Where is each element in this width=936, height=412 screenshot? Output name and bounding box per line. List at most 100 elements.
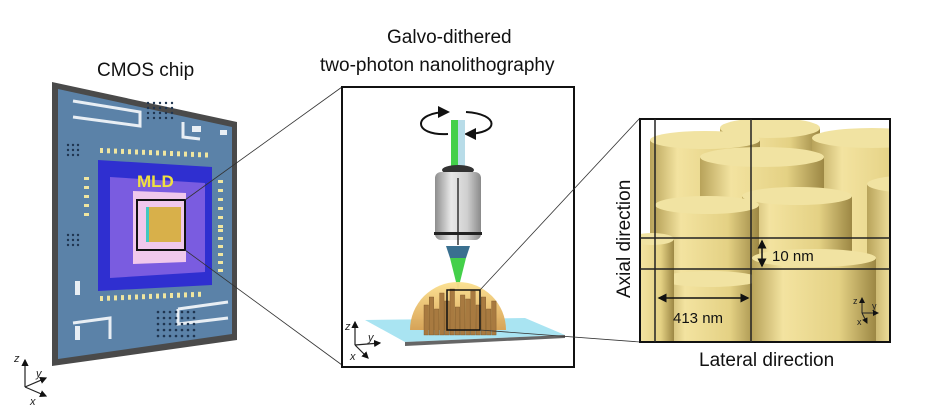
bond-pad	[163, 150, 166, 156]
bond-pad	[218, 253, 223, 256]
via-hole	[174, 322, 178, 326]
lateral-dimension-label: 413 nm	[673, 310, 723, 327]
via-hole	[158, 101, 162, 105]
via-hole	[164, 101, 168, 105]
chip-pad	[192, 126, 201, 132]
zoom-line	[479, 329, 641, 343]
bond-pad	[149, 150, 152, 156]
pillar-top	[812, 128, 890, 148]
via-hole	[158, 106, 162, 110]
bond-pad	[135, 149, 138, 155]
bond-pad	[84, 213, 89, 216]
pillar-top	[742, 187, 852, 205]
lithography-detail-box	[446, 289, 481, 331]
via-hole	[162, 316, 166, 320]
via-hole	[174, 316, 178, 320]
via-hole	[66, 238, 70, 242]
zoom-line	[184, 86, 343, 201]
lithography-axis-x: x	[349, 351, 356, 363]
objective-tip	[446, 246, 470, 258]
chip-title: CMOS chip	[97, 60, 195, 81]
bond-pad	[100, 148, 103, 153]
mld-edge	[146, 207, 149, 242]
chip-pad	[75, 326, 80, 340]
via-hole	[66, 233, 70, 237]
via-hole	[186, 310, 190, 314]
pillar-top	[867, 176, 890, 192]
via-hole	[180, 316, 184, 320]
bond-pad	[107, 295, 110, 301]
chip-pad	[220, 130, 227, 135]
via-hole	[146, 111, 150, 115]
via-hole	[71, 238, 75, 242]
printed-pillar	[434, 308, 440, 336]
detail-axes	[859, 297, 879, 324]
via-hole	[156, 334, 160, 338]
detail-axis-y: y	[872, 301, 877, 311]
bond-pad	[84, 195, 89, 198]
axial-direction-label: Axial direction	[614, 180, 635, 298]
via-hole	[174, 328, 178, 332]
via-hole	[152, 106, 156, 110]
lithography-title-line2: two-photon nanolithography	[320, 55, 555, 76]
via-hole	[71, 153, 75, 157]
detail-panel-frame	[639, 118, 891, 343]
bond-pad	[107, 148, 110, 154]
pillar-top	[752, 249, 876, 267]
bond-pad	[121, 295, 124, 301]
printed-pillar	[486, 308, 492, 336]
detail-axis-z: z	[853, 296, 858, 306]
lithography-title-line1: Galvo-dithered	[387, 27, 512, 48]
via-hole	[168, 316, 172, 320]
pillar-top	[650, 131, 760, 149]
via-hole	[71, 148, 75, 152]
bond-pad	[142, 294, 145, 300]
via-hole	[164, 116, 168, 120]
printed-pillar	[491, 300, 497, 336]
via-hole	[168, 334, 172, 338]
via-hole	[170, 116, 174, 120]
bond-pad	[191, 151, 194, 157]
via-hole	[168, 322, 172, 326]
via-hole	[164, 106, 168, 110]
mld-structure	[149, 207, 181, 242]
bond-pad	[218, 261, 223, 264]
via-hole	[174, 334, 178, 338]
printed-pillar	[429, 296, 434, 336]
via-hole	[152, 101, 156, 105]
lithography-illustration	[365, 106, 565, 346]
printed-pillar	[423, 304, 429, 336]
bond-pad	[142, 149, 145, 155]
bond-pad	[121, 148, 124, 154]
via-hole	[146, 116, 150, 120]
pillar-top	[700, 147, 824, 167]
bond-pad	[184, 292, 187, 298]
via-hole	[186, 322, 190, 326]
bond-pad	[218, 229, 223, 232]
bond-pad	[218, 269, 223, 272]
via-hole	[76, 243, 80, 247]
via-hole	[146, 101, 150, 105]
printed-pillar	[455, 306, 460, 336]
pillar-top	[720, 119, 820, 138]
bond-pad	[218, 216, 223, 219]
via-hole	[192, 334, 196, 338]
via-hole	[180, 322, 184, 326]
axial-dimension-label: 10 nm	[772, 248, 814, 265]
via-hole	[76, 233, 80, 237]
via-hole	[158, 116, 162, 120]
via-hole	[66, 243, 70, 247]
laser-beam	[451, 120, 458, 168]
bond-pad	[191, 292, 194, 298]
via-hole	[162, 328, 166, 332]
chip-axis-x: x	[29, 396, 36, 408]
zoom-line	[479, 117, 641, 291]
via-hole	[170, 101, 174, 105]
printed-pillar	[481, 296, 486, 336]
via-hole	[66, 153, 70, 157]
via-hole	[71, 143, 75, 147]
via-hole	[156, 310, 160, 314]
printed-pillar	[439, 292, 445, 336]
via-hole	[186, 328, 190, 332]
